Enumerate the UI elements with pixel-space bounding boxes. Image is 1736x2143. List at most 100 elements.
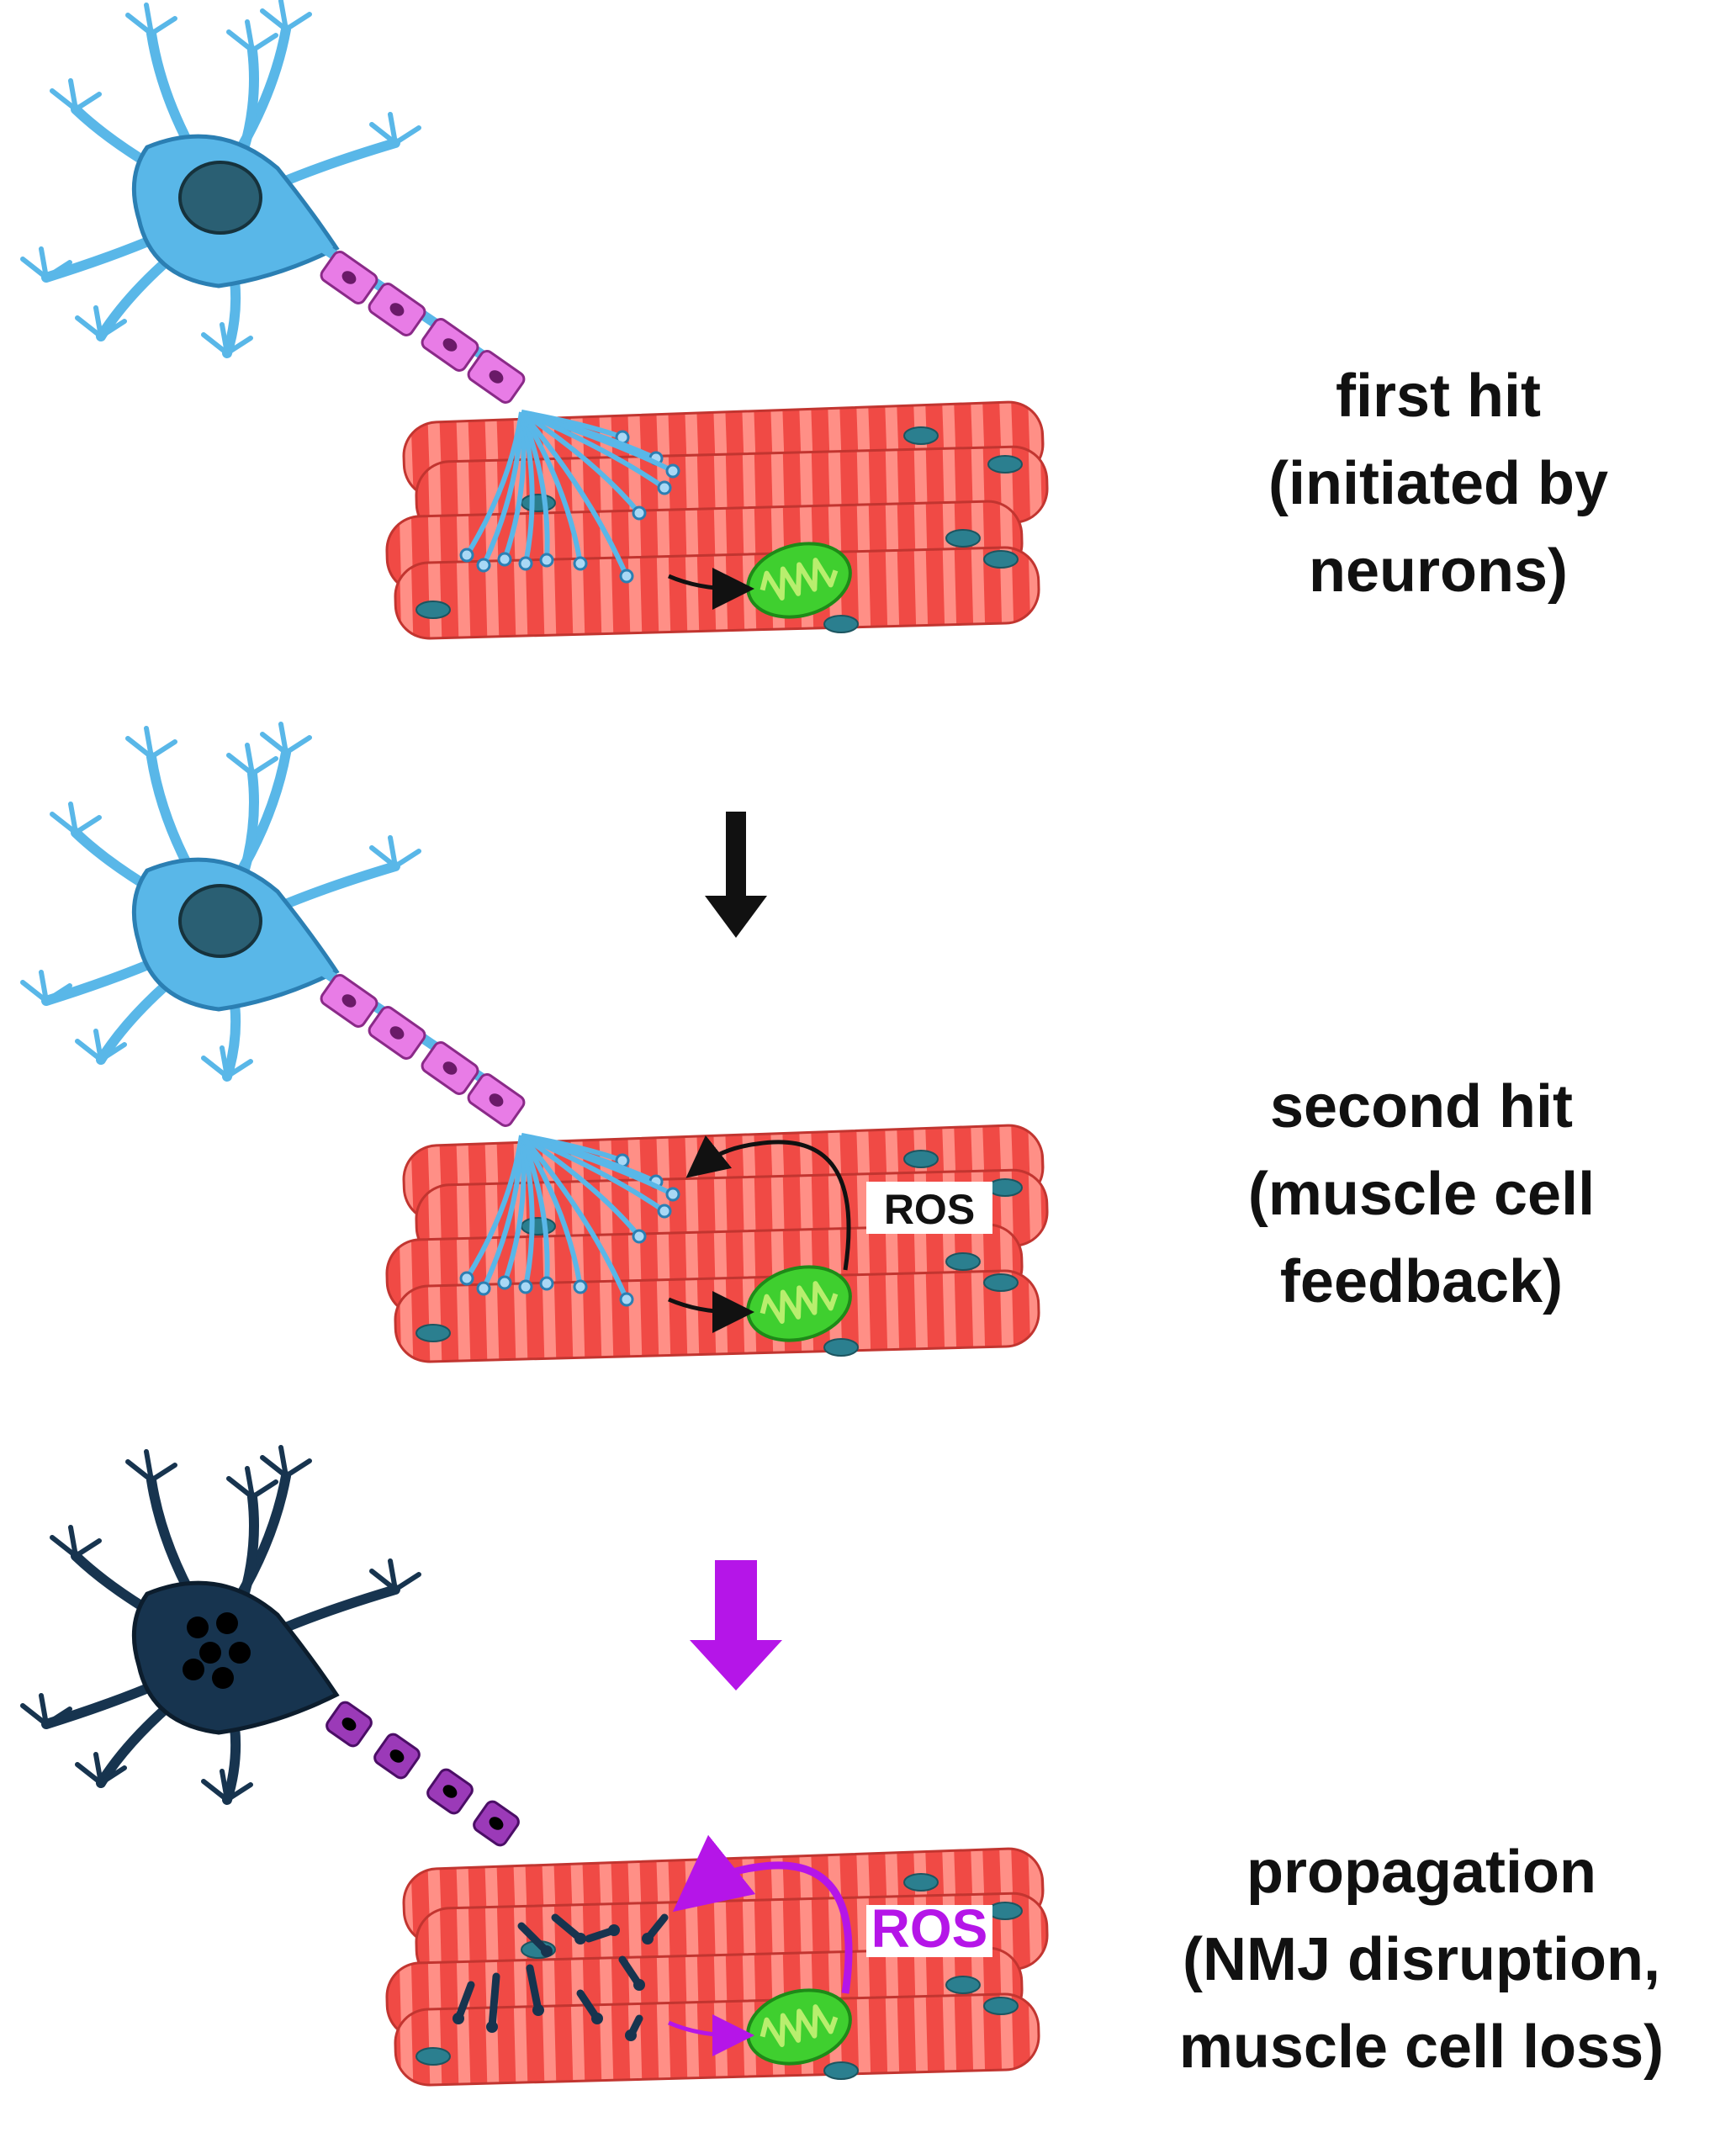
myelin-segment: [373, 1733, 421, 1780]
fragmented-nucleus: [212, 1667, 234, 1689]
dendrite-tip: [226, 19, 278, 53]
ros-label: ROS: [884, 1186, 975, 1233]
terminal-branch: [520, 410, 642, 515]
muscle-nucleus: [983, 550, 1019, 569]
muscle-nucleus: [987, 1178, 1023, 1197]
dendrite-tip: [226, 743, 278, 776]
ros-label: ROS: [871, 1898, 988, 1959]
panel-label-first: first hit (initiated by neurons): [1186, 352, 1691, 615]
panel-label-line: (muscle cell: [1247, 1161, 1596, 1228]
healthy-neuron: [20, 722, 680, 1307]
muscle-nucleus: [983, 1273, 1019, 1292]
dendrite-tip: [75, 1752, 127, 1786]
terminal-bouton: [518, 556, 533, 571]
myelin-segment: [326, 1701, 373, 1748]
panel-third: ROS: [20, 1445, 1049, 2087]
terminal-to-mitochondrion-arrow: [668, 567, 754, 610]
panel-label-line: feedback): [1279, 1248, 1564, 1315]
dendrite-tip: [50, 78, 102, 112]
myelin-segment: [368, 283, 426, 336]
myelin-segment: [467, 350, 526, 404]
panel-label-line: propagation: [1246, 1839, 1596, 1906]
myelin-segment: [426, 1768, 474, 1815]
dendrite-tip: [20, 1693, 72, 1727]
transition-arrow-first-to-second: [705, 812, 767, 938]
panel-first: [20, 0, 1049, 640]
myelin-segment: [320, 251, 378, 304]
dendrite-tip: [201, 1769, 253, 1802]
transition-arrow-second-to-third: [690, 1560, 782, 1691]
terminal-bouton: [459, 548, 474, 563]
muscle-nucleus: [983, 1997, 1019, 2015]
dendrite-tip: [20, 970, 72, 1003]
terminal-branch: [520, 1133, 642, 1238]
dendrite-tip: [125, 1449, 177, 1483]
terminal-bouton: [657, 1204, 672, 1219]
terminal-bouton: [619, 569, 634, 584]
neuron-nucleus: [178, 161, 262, 235]
terminal-bouton: [497, 552, 512, 567]
dendrite-tip: [260, 0, 312, 32]
ros-label-background: [866, 1905, 992, 1957]
terminal-fragment-bouton: [574, 1933, 586, 1945]
terminal-bouton: [476, 1281, 491, 1296]
panel-label-third: propagation(NMJ disruption,muscle cell l…: [1169, 1828, 1674, 2091]
fragmented-nucleus: [187, 1617, 209, 1638]
muscle-nucleus: [945, 529, 981, 548]
muscle-nucleus: [903, 1873, 939, 1892]
terminal-fragment: [526, 1964, 542, 2014]
dendrite-tip: [50, 802, 102, 835]
terminal-branch: [520, 1133, 666, 1214]
dendrite-tip: [260, 722, 312, 755]
muscle-nucleus: [823, 2061, 859, 2080]
dendrite-tip: [260, 1445, 312, 1479]
disrupted-nmj-terminals: [453, 1913, 669, 2041]
muscle-fiber-bundle: [385, 1847, 1049, 2087]
nmj-terminals: [459, 1133, 680, 1307]
terminal-fragment: [454, 1981, 475, 2023]
muscle-nucleus: [415, 2047, 451, 2066]
panel-label-line: first hit: [1336, 362, 1541, 430]
ros-label-background: [866, 1182, 992, 1234]
terminal-branch: [519, 1134, 550, 1284]
terminal-branch: [519, 1135, 535, 1288]
terminal-to-mitochondrion-arrow: [668, 2013, 754, 2056]
myelin-segment: [320, 974, 378, 1028]
arrow-head: [690, 1640, 782, 1691]
muscle-nucleus: [945, 1976, 981, 1994]
terminal-branch: [519, 410, 583, 564]
terminal-fragment-bouton: [642, 1933, 654, 1945]
terminal-bouton: [497, 1275, 512, 1290]
panel-label-line: neurons): [1308, 537, 1568, 605]
neuron-nucleus: [178, 884, 262, 958]
myelin-segment: [368, 1006, 426, 1060]
dendrite-tip: [201, 1045, 253, 1079]
muscle-nucleus: [945, 1252, 981, 1271]
muscle-nucleus: [823, 1338, 859, 1357]
dendrite-tip: [20, 246, 72, 280]
terminal-fragment: [517, 1922, 551, 1955]
terminal-branch: [481, 1135, 524, 1290]
terminal-fragment: [488, 1972, 500, 2031]
terminal-to-mitochondrion-arrow: [668, 1290, 754, 1333]
fragmented-nucleus: [216, 1612, 238, 1634]
arrow-shaft: [726, 812, 746, 896]
muscle-nucleus: [521, 494, 556, 512]
terminal-fragment-bouton: [591, 2013, 603, 2024]
panel-label-line: (initiated by: [1268, 450, 1608, 517]
dendrite-tip: [226, 1466, 278, 1500]
dendrite-tip: [75, 305, 127, 339]
dendrite-tip: [369, 112, 421, 146]
muscle-nucleus: [903, 426, 939, 445]
terminal-branch: [519, 410, 629, 578]
fragmented-nucleus: [183, 1659, 204, 1680]
dendrite-tip: [125, 726, 177, 759]
panel-label-line: (NMJ disruption,: [1183, 1926, 1660, 1993]
myelin-segment: [421, 1041, 479, 1095]
healthy-neuron: [20, 0, 680, 584]
terminal-bouton: [573, 1279, 588, 1294]
dendrite-tip: [369, 835, 421, 869]
terminal-branch: [519, 411, 535, 564]
dendrite-tip: [75, 1029, 127, 1062]
